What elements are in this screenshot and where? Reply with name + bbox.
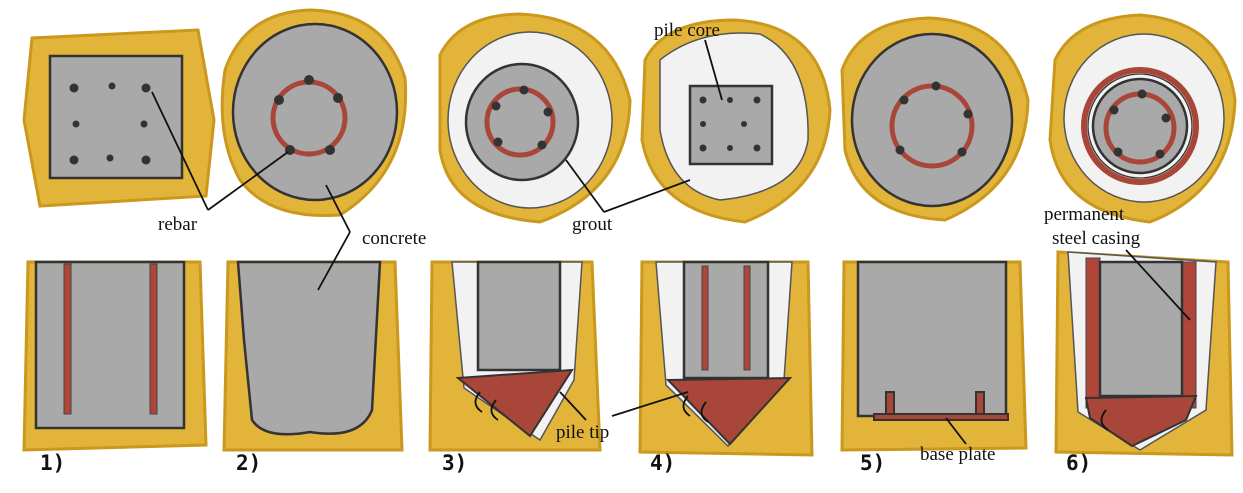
- panel-number-2: 2): [236, 451, 261, 475]
- pile-1-cross-section: [24, 30, 214, 206]
- pile-6-longitudinal-section: [1056, 252, 1232, 455]
- label-pile-tip: pile tip: [556, 422, 609, 443]
- pile-5-cross-section: [842, 18, 1028, 220]
- label-rebar: rebar: [158, 214, 198, 235]
- pile-6-cross-section: [1050, 15, 1235, 222]
- label-concrete: concrete: [362, 228, 426, 249]
- label-steel-casing: steel casing: [1052, 228, 1141, 249]
- label-base-plate: base plate: [920, 444, 995, 465]
- label-permanent: permanent: [1044, 204, 1125, 225]
- pile-2-cross-section: [222, 10, 405, 216]
- pile-1-longitudinal-section: [24, 262, 206, 450]
- pile-4-longitudinal-section: [640, 262, 812, 455]
- panel-number-1: 1): [40, 451, 65, 475]
- pile-2-longitudinal-section: [224, 262, 402, 450]
- pile-4-cross-section: [642, 20, 830, 222]
- label-grout: grout: [572, 214, 613, 235]
- panel-number-5: 5): [860, 451, 885, 475]
- label-pile-core: pile core: [654, 20, 720, 41]
- pile-5-longitudinal-section: [842, 262, 1026, 450]
- panel-number-4: 4): [650, 451, 675, 475]
- pile-3-cross-section: [440, 14, 630, 222]
- panel-number-3: 3): [442, 451, 467, 475]
- panel-number-6: 6): [1066, 451, 1091, 475]
